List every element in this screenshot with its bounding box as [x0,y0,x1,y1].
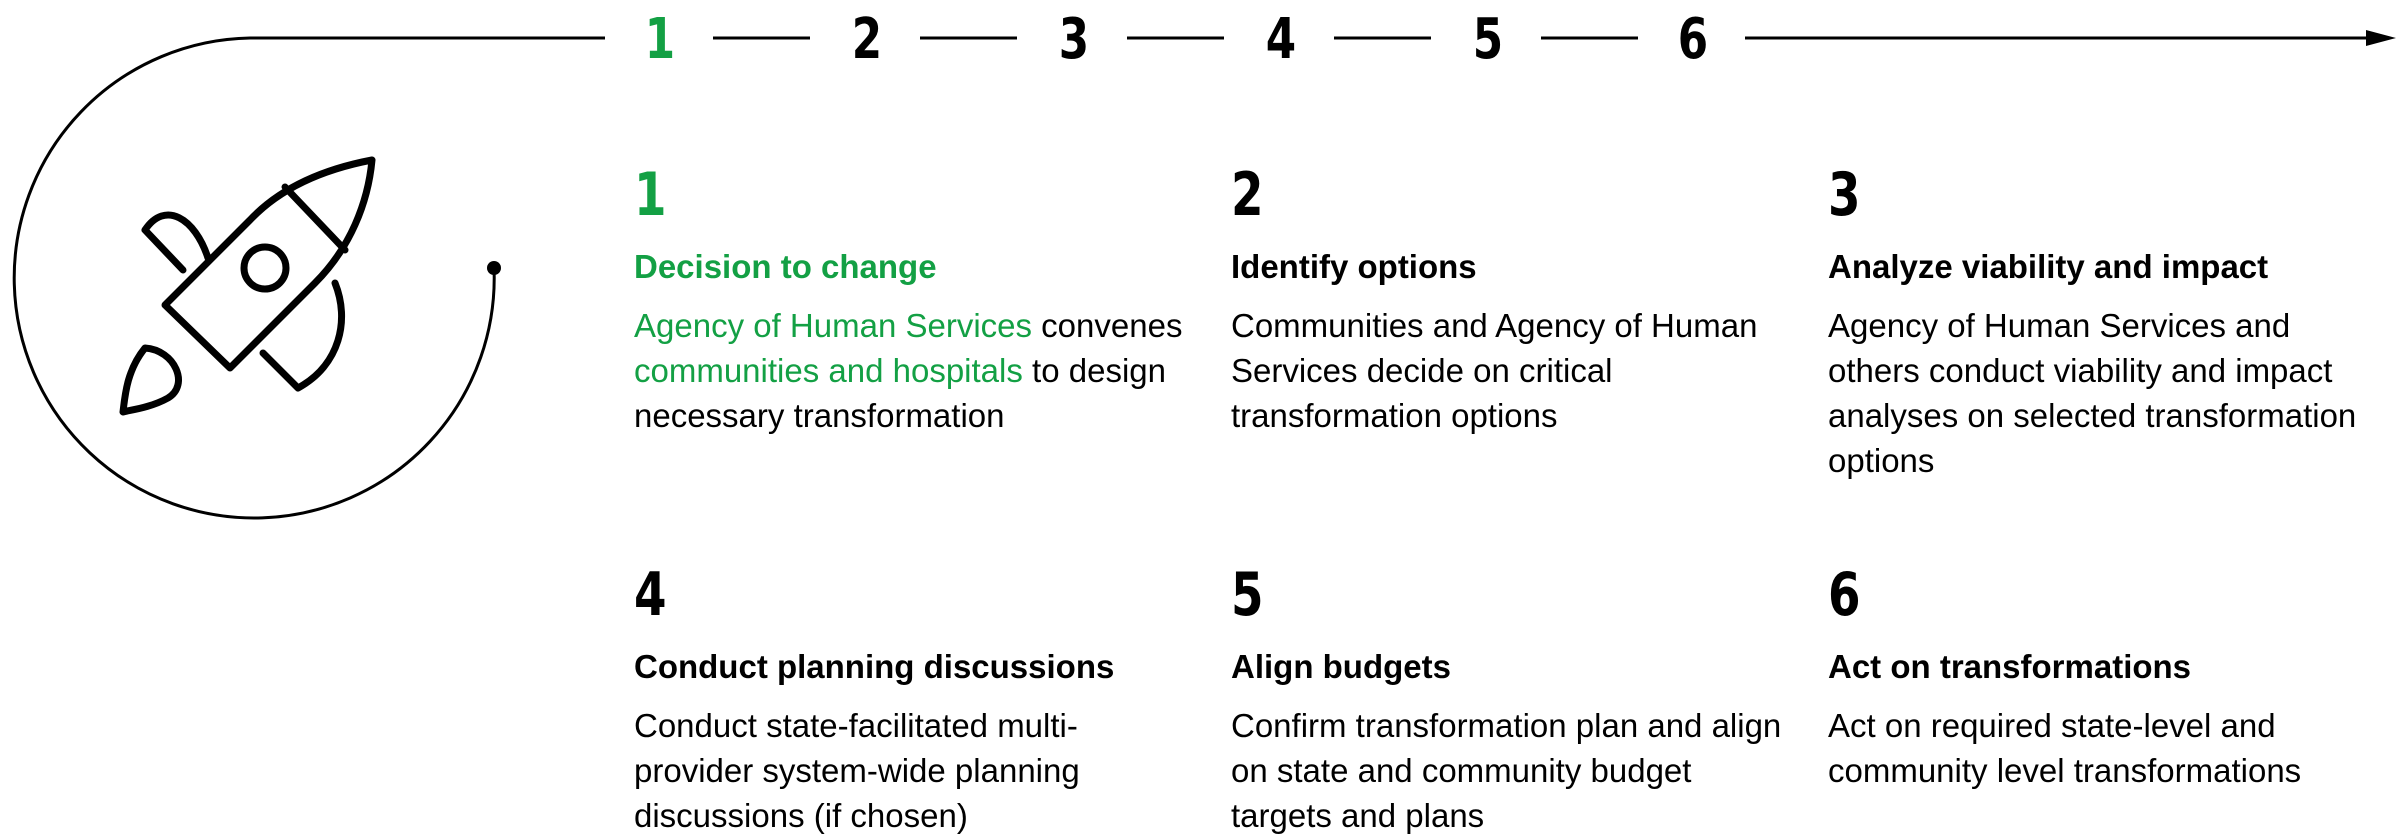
timeline-number-1: 1 [645,6,675,72]
step-card-2: 2 Identify options Communities and Agenc… [1231,165,1791,438]
timeline-number-5: 5 [1473,6,1503,72]
step-title: Identify options [1231,248,1477,285]
step-card-1: 1 Decision to change Agency of Human Ser… [634,165,1194,438]
rocket-nose-line [281,183,349,254]
step-number: 2 [1231,160,1264,230]
timeline-number-6: 6 [1678,6,1708,72]
rocket-icon [119,156,376,416]
body-text: Conduct state-facilitated multi-provider… [634,707,1080,834]
step-description: Confirm transformation plan and align on… [1231,703,1791,838]
rocket-flame [119,344,182,416]
step-description: Agency of Human Services convenes commun… [634,303,1194,438]
rocket-body [161,156,376,372]
step-number: 4 [634,560,667,630]
step-card-3: 3 Analyze viability and impact Agency of… [1828,165,2388,483]
timeline-number-2: 2 [852,6,882,72]
timeline-loop-line [12,36,605,520]
highlighted-text: Agency of Human Services [634,307,1033,344]
rocket-right-fin [259,279,345,392]
step-number: 5 [1231,560,1264,630]
body-text: to design necessary transformation [634,352,1166,434]
body-text: convenes [1032,307,1183,344]
step-title: Decision to change [634,248,937,285]
rocket-window [240,243,290,293]
body-text: Agency of Human Services and others cond… [1828,307,2357,479]
arrow-head-icon [2366,30,2396,46]
loop-end-dot [487,261,501,275]
step-number: 1 [634,160,667,230]
highlighted-text: communities and hospitals [634,352,1023,389]
rocket-left-fin [141,211,212,274]
step-number: 6 [1828,560,1861,630]
timeline-number-4: 4 [1266,6,1296,72]
step-title: Conduct planning discussions [634,648,1115,685]
timeline-number-3: 3 [1059,6,1089,72]
step-card-4: 4 Conduct planning discussions Conduct s… [634,565,1194,838]
body-text: Act on required state-level and communit… [1828,707,2302,789]
step-card-5: 5 Align budgets Confirm transformation p… [1231,565,1791,838]
step-card-6: 6 Act on transformations Act on required… [1828,565,2388,793]
step-title: Align budgets [1231,648,1451,685]
step-description: Agency of Human Services and others cond… [1828,303,2388,483]
step-number: 3 [1828,160,1861,230]
body-text: Communities and Agency of Human Services… [1231,307,1758,434]
step-description: Conduct state-facilitated multi-provider… [634,703,1194,838]
body-text: Confirm transformation plan and align on… [1231,707,1782,834]
step-title: Analyze viability and impact [1828,248,2269,285]
step-description: Act on required state-level and communit… [1828,703,2388,793]
step-description: Communities and Agency of Human Services… [1231,303,1791,438]
step-title: Act on transformations [1828,648,2192,685]
